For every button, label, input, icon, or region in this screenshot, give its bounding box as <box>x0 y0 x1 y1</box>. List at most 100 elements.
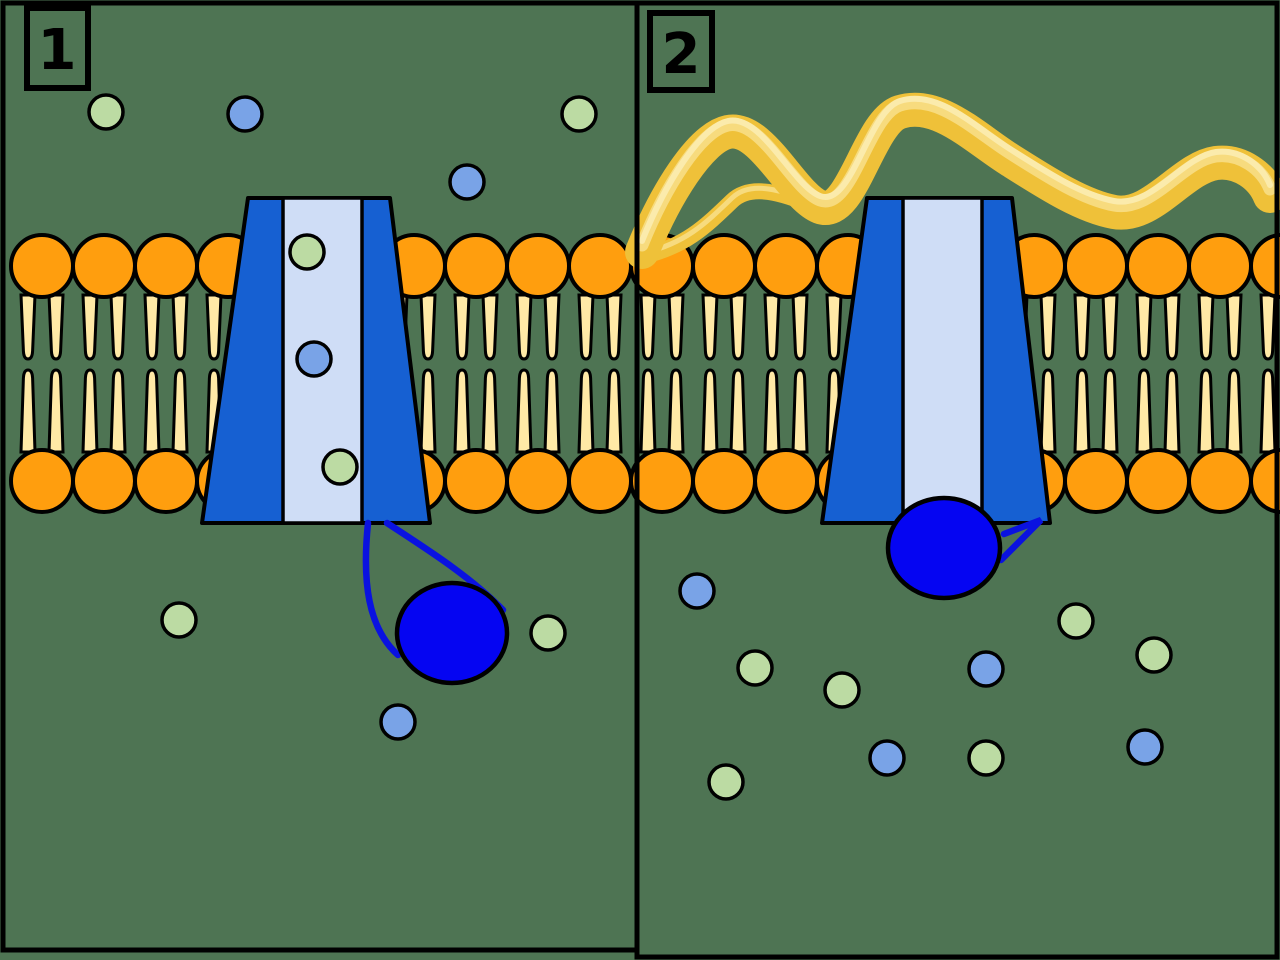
lipid-tail <box>419 293 437 361</box>
ion-blue <box>1126 728 1164 766</box>
panel-1-label: 1 <box>38 18 77 83</box>
ribbon-strand-highlight <box>635 96 1277 252</box>
panel-1-label-box <box>24 5 91 91</box>
lipid-tail <box>419 368 437 454</box>
lipid-tail <box>763 293 781 361</box>
lipid-tail <box>701 368 719 454</box>
lipid-tail <box>791 368 809 454</box>
ion-channel-2 <box>820 196 1052 525</box>
lipid-tail <box>481 368 499 454</box>
channel-pore <box>901 196 984 525</box>
ion-blue <box>678 572 716 610</box>
lipid-head <box>691 448 757 514</box>
lipid-tail <box>171 368 189 454</box>
lipid-head <box>9 448 75 514</box>
lipid-tail <box>543 368 561 454</box>
ion-green <box>707 763 745 801</box>
lipid-head <box>1063 233 1129 299</box>
lipid-head <box>71 448 137 514</box>
lipid-tail <box>1101 293 1119 361</box>
lipid-head <box>1249 448 1280 514</box>
lipid-head <box>133 448 199 514</box>
lipid-tail <box>205 293 223 361</box>
lipid-head <box>629 448 695 514</box>
lipid-tail <box>763 368 781 454</box>
lipid-tail <box>577 293 595 361</box>
lipid-head <box>9 233 75 299</box>
lipid-head <box>505 233 571 299</box>
lipid-tail <box>143 293 161 361</box>
ions <box>87 93 1173 801</box>
ion-green <box>1057 602 1095 640</box>
ion-blue <box>868 739 906 777</box>
lipid-tail <box>1259 368 1277 454</box>
ion-blue <box>967 650 1005 688</box>
lipid-tail <box>729 368 747 454</box>
ball-tether <box>997 516 1044 564</box>
lipid-tail <box>1039 368 1057 454</box>
lipid-head <box>567 233 633 299</box>
panel-2-label-box <box>647 10 715 93</box>
ion-green <box>87 93 125 131</box>
peptide-ribbon <box>625 92 1280 269</box>
lipid-tail <box>1039 293 1057 361</box>
lipid-tail <box>1073 293 1091 361</box>
lipid-tail <box>639 368 657 454</box>
ion-green <box>160 601 198 639</box>
lipid-tail <box>171 293 189 361</box>
lipid-tail <box>1259 293 1277 361</box>
inactivation-ball <box>394 580 510 686</box>
lipid-tail <box>515 293 533 361</box>
lipid-head <box>133 233 199 299</box>
lipid-tail <box>729 293 747 361</box>
lipid-tail <box>825 293 843 361</box>
lipid-tail <box>1225 293 1243 361</box>
panel-2-label: 2 <box>662 22 701 87</box>
lipid-tail <box>109 368 127 454</box>
lipid-tail <box>19 293 37 361</box>
ribbon-strand-highlight <box>639 95 1273 244</box>
lipid-tail <box>791 293 809 361</box>
ball-tether <box>362 519 402 659</box>
lipid-tail <box>1163 368 1181 454</box>
inactivation-balls <box>394 495 1003 686</box>
inactivation-ball <box>885 495 1003 601</box>
lipid-tail <box>143 368 161 454</box>
panel-labels: 1 2 <box>24 5 715 93</box>
ion-green <box>288 233 326 271</box>
lipid-head <box>71 233 137 299</box>
lipid-tail <box>481 293 499 361</box>
lipid-tail <box>1135 293 1153 361</box>
ion-green <box>529 614 567 652</box>
lipid-tail <box>701 293 719 361</box>
lipid-tail <box>453 293 471 361</box>
lipid-head <box>1125 233 1191 299</box>
lipid-tail <box>515 368 533 454</box>
ion-green <box>967 739 1005 777</box>
lipid-tail <box>81 293 99 361</box>
ion-green <box>321 448 359 486</box>
lipid-tail <box>667 293 685 361</box>
lipid-tail <box>605 368 623 454</box>
lipid-tail <box>81 368 99 454</box>
lipid-tail <box>109 293 127 361</box>
ion-blue <box>379 703 417 741</box>
lipid-tail <box>605 293 623 361</box>
ion-blue <box>448 163 486 201</box>
lipid-tail <box>639 293 657 361</box>
lipid-head <box>753 448 819 514</box>
lipid-head <box>691 233 757 299</box>
lipid-tail <box>453 368 471 454</box>
lipid-head <box>443 448 509 514</box>
lipid-head <box>1187 448 1253 514</box>
lipid-tail <box>1197 293 1215 361</box>
lipid-tail <box>1135 368 1153 454</box>
lipid-tail <box>1073 368 1091 454</box>
lipid-tail <box>47 368 65 454</box>
ion-blue <box>226 95 264 133</box>
lipid-head <box>443 233 509 299</box>
lipid-tail <box>1197 368 1215 454</box>
